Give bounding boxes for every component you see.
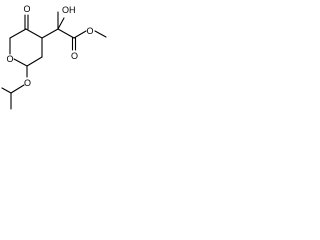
ketone-bonds (24, 14, 29, 30)
bond-c2-c3 (25, 28, 43, 39)
bond-c1-c2 (9, 28, 27, 39)
bond-c3-cq (41, 28, 59, 39)
bond-oester-methyl (94, 30, 107, 38)
chemical-structure: O OH O O O O (1, 4, 107, 110)
sidechain-bonds (41, 11, 107, 51)
ketone-oxygen-label: O (24, 4, 31, 14)
ester-ether-oxygen-label: O (87, 26, 94, 36)
ester-carbonyl-oxygen-label: O (71, 51, 78, 61)
isopropoxy-oxygen-label: O (24, 78, 31, 88)
structure-canvas: O OH O O O O (0, 0, 111, 116)
isopropoxy-bonds (1, 65, 28, 110)
bond-c4-c5 (26, 56, 43, 67)
ring-bonds (9, 28, 43, 67)
bond-ccarbonyl-oester (73, 30, 87, 39)
bond-ch-methyl-2 (1, 87, 12, 94)
bond-c5-ringo (13, 58, 28, 67)
bond-cq-oh (57, 17, 65, 30)
hydroxyl-label: OH (62, 5, 76, 15)
ring-oxygen-label: O (7, 54, 14, 64)
bond-oisopropoxy-ch (10, 84, 25, 94)
bond-cq-ccarbonyl (57, 28, 75, 39)
